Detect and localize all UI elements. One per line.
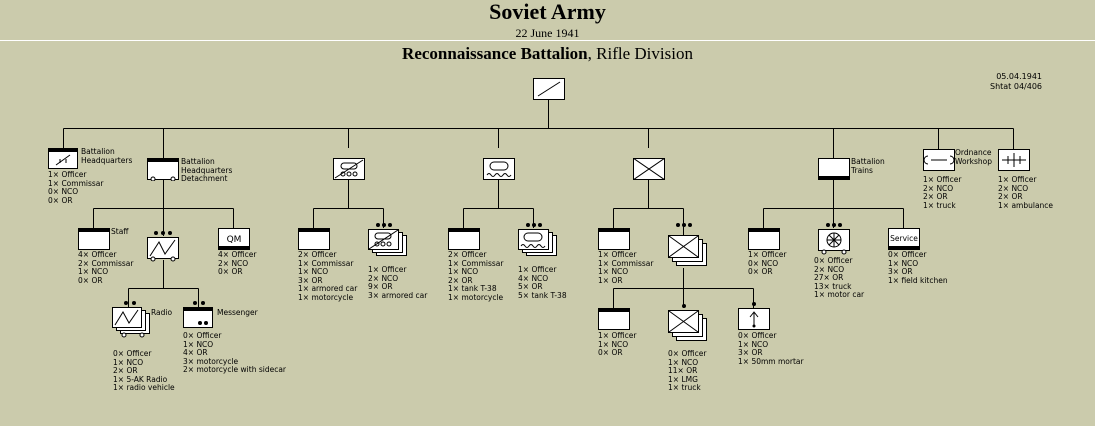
unit-title: Reconnaissance Battalion, Rifle Division xyxy=(0,44,1095,64)
rifle-hq-symbol xyxy=(598,228,630,250)
armored-car-platoon-symbol xyxy=(368,223,407,256)
tank-hq-stats: 2× Officer 1× Commissar 1× NCO 2× OR 1× … xyxy=(448,250,504,302)
service-abbr: Service xyxy=(890,234,918,243)
armored-car-hq-symbol xyxy=(298,228,330,250)
page-date: 22 June 1941 xyxy=(515,26,580,40)
mortar-section-stats: 0× Officer 1× NCO 3× OR 1× 50mm mortar xyxy=(738,331,804,366)
ordnance-workshop-name: Ordnance Workshop xyxy=(955,148,993,166)
rifle-squad-symbol xyxy=(668,304,707,341)
trains-hq-stats: 1× Officer 0× NCO 0× OR xyxy=(748,250,787,276)
medical-stats: 1× Officer 2× NCO 2× OR 1× ambulance xyxy=(998,175,1054,210)
page-title: Soviet Army xyxy=(489,0,606,24)
quartermaster-abbr: QM xyxy=(227,235,242,245)
battalion-hq-stats: 1× Officer 1× Commissar 0× NCO 0× OR xyxy=(48,170,104,205)
radio-squad-name: Radio xyxy=(151,308,173,317)
rifle-squad-stats: 0× Officer 1× NCO 11× OR 1× LMG 1× truck xyxy=(668,349,707,392)
armored-car-platoon-stats: 1× Officer 2× NCO 9× OR 3× armored car xyxy=(368,265,428,300)
tank-platoon-stats: 1× Officer 4× NCO 5× OR 5× tank T-38 xyxy=(518,265,567,300)
staff-symbol xyxy=(78,228,110,250)
hq-detachment-symbol xyxy=(147,158,179,181)
rifle-company-symbol xyxy=(633,158,665,180)
tank-hq-symbol xyxy=(448,228,480,250)
rifle-hq-stats: 1× Officer 1× Commissar 1× NCO 1× OR xyxy=(598,250,654,285)
ordnance-workshop-stats: 1× Officer 2× NCO 2× OR 1× truck xyxy=(923,175,962,210)
trains-hq-symbol xyxy=(748,228,780,250)
hq-detachment-name: Battalion Headquarters Detachment xyxy=(181,157,233,183)
quartermaster-stats: 4× Officer 2× NCO 0× OR xyxy=(218,250,257,276)
motor-transport-symbol xyxy=(818,223,850,255)
trains-name: Battalion Trains xyxy=(851,157,885,175)
header-divider xyxy=(0,40,1095,41)
ordnance-workshop-symbol xyxy=(923,149,955,171)
staff-name: Staff xyxy=(111,227,129,236)
motor-transport-stats: 0× Officer 2× NCO 27× OR 13× truck 1× mo… xyxy=(814,256,865,299)
radio-squad-stats: 0× Officer 1× NCO 2× OR 1× 5-AK Radio 1×… xyxy=(113,349,175,392)
staff-stats: 4× Officer 2× Commissar 1× NCO 0× OR xyxy=(78,250,134,285)
medical-symbol xyxy=(998,149,1030,171)
service-symbol: Service xyxy=(888,228,920,250)
signal-platoon-symbol xyxy=(147,231,179,262)
tank-platoon-symbol xyxy=(518,223,557,256)
messenger-squad-symbol xyxy=(183,301,213,328)
unit-title-rest: , Rifle Division xyxy=(587,44,693,63)
quartermaster-symbol: QM xyxy=(218,228,250,250)
rifle-platoon-hq-symbol xyxy=(598,308,630,330)
rifle-platoon-hq-stats: 1× Officer 1× NCO 0× OR xyxy=(598,331,637,357)
rifle-platoon-symbol xyxy=(668,223,707,266)
battalion-hq-name: Battalion Headquarters xyxy=(81,147,133,165)
trains-symbol xyxy=(818,158,850,180)
armored-car-company-symbol xyxy=(333,158,365,180)
messenger-squad-name: Messenger xyxy=(217,308,258,317)
doc-date: 05.04.1941 xyxy=(996,72,1042,81)
armored-car-hq-stats: 2× Officer 1× Commissar 1× NCO 3× OR 1× … xyxy=(298,250,358,302)
service-stats: 0× Officer 1× NCO 3× OR 1× field kitchen xyxy=(888,250,948,285)
radio-squad-symbol xyxy=(112,301,150,338)
unit-title-bold: Reconnaissance Battalion xyxy=(402,44,588,63)
tank-company-symbol xyxy=(483,158,515,180)
battalion-symbol xyxy=(533,78,565,100)
battalion-hq-symbol xyxy=(48,148,78,169)
doc-reference: Shtat 04/406 xyxy=(989,82,1042,91)
messenger-squad-stats: 0× Officer 1× NCO 4× OR 3× motorcycle 2×… xyxy=(183,331,287,374)
mortar-section-symbol xyxy=(738,302,770,330)
